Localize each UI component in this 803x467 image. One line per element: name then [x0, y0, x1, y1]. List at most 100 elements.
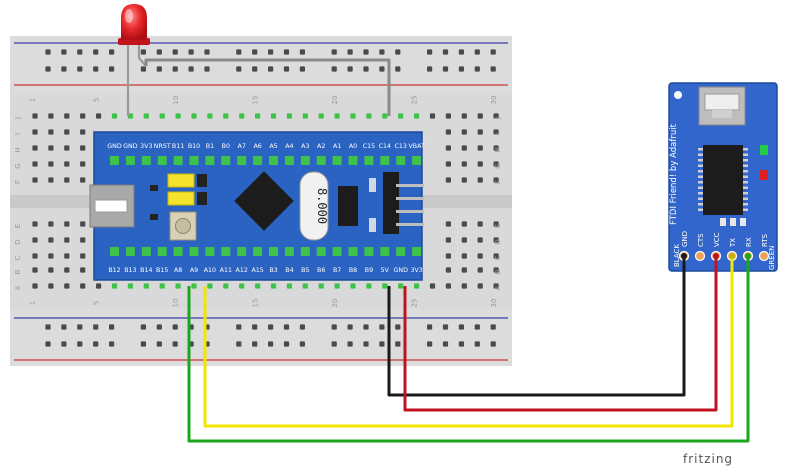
hole-connected: [127, 283, 133, 289]
smd-component: [150, 214, 158, 220]
chip-pin: [698, 208, 703, 211]
hole-connected: [223, 113, 229, 119]
hole-connected: [318, 113, 324, 119]
chip-pin: [743, 159, 748, 162]
pin-pad: [189, 247, 199, 256]
hole: [236, 341, 242, 347]
hole: [77, 341, 83, 347]
pin-label: A5: [269, 143, 277, 150]
chip-pin: [743, 164, 748, 167]
row-letter: B: [494, 269, 502, 274]
hole: [395, 341, 401, 347]
pin-label: NRST: [154, 143, 171, 150]
row-letter: C: [14, 255, 22, 260]
chip-pin: [743, 208, 748, 211]
pin-pad: [380, 247, 390, 256]
pin-pad: [125, 156, 135, 165]
ftdi-pin-label: RTS: [761, 233, 769, 247]
pin-pad: [141, 247, 151, 256]
pin-pad: [364, 156, 374, 165]
ftdi-chip-pins: [698, 148, 748, 211]
hole-connected: [382, 113, 388, 119]
hole: [80, 221, 86, 227]
wire-gnd: [387, 256, 686, 397]
pin-label: A15: [251, 267, 263, 274]
hole: [363, 324, 369, 330]
row-letter: J: [14, 117, 22, 120]
pin-pad: [380, 156, 390, 165]
hole: [64, 113, 70, 119]
hole: [32, 129, 38, 135]
hole: [268, 49, 274, 55]
hole: [252, 66, 258, 72]
pin-label: B3: [269, 267, 277, 274]
hole: [331, 49, 337, 55]
ftdi-black-label: BLACK: [673, 244, 681, 267]
hole: [490, 324, 496, 330]
hole-connected: [111, 283, 118, 289]
boot1-jumper: [167, 191, 195, 206]
led: [118, 4, 150, 116]
pin-pad: [300, 247, 310, 256]
pin-pad: [364, 247, 374, 256]
hole: [493, 161, 499, 167]
mcu-chip: [234, 171, 294, 231]
row-letter: H: [494, 147, 502, 152]
hole: [493, 253, 499, 259]
hole: [32, 145, 38, 151]
hole-connected: [175, 283, 181, 289]
hole-connected: [239, 283, 245, 289]
hole-connected: [414, 113, 420, 119]
column-number: 5: [93, 98, 101, 102]
hole: [458, 49, 464, 55]
hole: [172, 341, 178, 347]
swd-pin: [396, 210, 424, 213]
hole: [283, 341, 290, 347]
hole-connected: [255, 283, 261, 289]
hole: [283, 49, 290, 55]
column-number: 20: [331, 96, 339, 105]
hole: [477, 283, 483, 289]
chip-pin: [698, 153, 703, 156]
hole: [427, 341, 433, 347]
hole: [109, 66, 115, 72]
hole: [48, 221, 54, 227]
hole: [77, 49, 83, 55]
pin-pad: [189, 156, 199, 165]
ftdi-connection-dots: [681, 253, 751, 259]
pin-label: B15: [156, 267, 168, 274]
led-dome: [121, 4, 147, 40]
hole: [32, 177, 38, 183]
hole-connected: [414, 283, 420, 289]
hole: [493, 283, 499, 289]
column-number: 25: [411, 299, 419, 308]
hole: [64, 129, 70, 135]
hole: [445, 221, 451, 227]
pin-pad: [110, 156, 119, 165]
swd-pin: [396, 184, 424, 187]
hole: [80, 145, 86, 151]
hole: [64, 221, 70, 227]
hole: [64, 145, 70, 151]
pin-pad: [141, 156, 151, 165]
hole: [379, 324, 385, 330]
hole: [493, 221, 499, 227]
hole-connected: [366, 113, 372, 119]
smd-led: [369, 178, 376, 192]
ftdi-chip: [703, 145, 743, 215]
hole: [331, 341, 337, 347]
column-number: 10: [172, 96, 180, 105]
hole-connected: [334, 113, 340, 119]
column-number: 10: [172, 299, 180, 308]
wire-rx: [187, 256, 750, 443]
swd-pin: [396, 197, 424, 200]
column-number: 15: [252, 299, 260, 308]
row-letter: D: [494, 239, 502, 244]
hole: [45, 341, 51, 347]
ftdi-pin-label: CTS: [697, 233, 705, 247]
top-power-rail: [10, 36, 512, 94]
hole: [61, 49, 67, 55]
hole-connected: [143, 283, 149, 289]
